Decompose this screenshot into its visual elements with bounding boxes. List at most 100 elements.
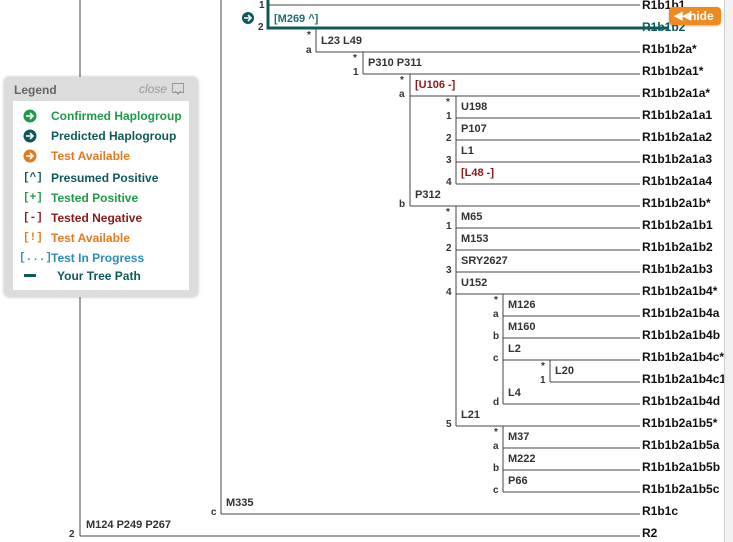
haplogroup-name[interactable]: R1b1b2a1a4 <box>642 174 712 188</box>
snp-label[interactable]: M124 P249 P267 <box>86 519 171 531</box>
haplogroup-name[interactable]: R1b1b2a1b2 <box>642 240 713 254</box>
snp-label[interactable]: L20 <box>555 365 574 377</box>
branch-marker: * <box>541 361 545 372</box>
snp-label[interactable]: M126 <box>508 299 536 311</box>
snp-label[interactable]: M160 <box>508 321 536 333</box>
haplogroup-name[interactable]: R1b1b2a1b5c <box>642 482 720 496</box>
branch-marker: a <box>493 309 499 320</box>
branch-marker: 2 <box>258 22 264 33</box>
legend-label: Confirmed Haplogroup <box>51 109 182 123</box>
legend-item-tree-path: Your Tree Path <box>13 267 189 285</box>
snp-label[interactable]: U152 <box>461 277 487 289</box>
snp-label-negative[interactable]: [U106 -] <box>415 79 456 91</box>
snp-label[interactable]: L1 <box>461 145 474 157</box>
tree-path-icon <box>23 269 37 283</box>
haplogroup-name[interactable]: R2 <box>642 526 658 540</box>
branch-marker: c <box>211 507 217 518</box>
test-in-progress-icon: [...] <box>19 252 53 264</box>
branch-marker: a <box>306 45 312 56</box>
legend-label: Your Tree Path <box>57 269 141 283</box>
legend-item-tested-positive: [+] Tested Positive <box>13 189 189 207</box>
branch-marker: 2 <box>69 529 75 540</box>
snp-label[interactable]: SRY2627 <box>461 255 508 267</box>
haplogroup-name[interactable]: R1b1b2a1a* <box>642 86 710 100</box>
double-left-arrow-icon: ◀◀ <box>674 10 691 22</box>
haplogroup-name[interactable]: R1b1b2a1a1 <box>642 108 712 122</box>
haplogroup-name[interactable]: R1b1b2a1b* <box>642 196 711 210</box>
branch-marker: 5 <box>446 419 452 430</box>
snp-label[interactable]: P66 <box>508 475 528 487</box>
legend-close-link[interactable]: close <box>139 82 168 96</box>
haplogroup-name[interactable]: R1b1b2a1b5* <box>642 416 718 430</box>
legend-item-tested-negative: [-] Tested Negative <box>13 209 189 227</box>
haplogroup-name[interactable]: R1b1b2a1b4a <box>642 306 720 320</box>
hide-button[interactable]: ◀◀ hide <box>669 7 721 25</box>
branch-marker: * <box>400 75 404 86</box>
haplogroup-name[interactable]: R1b1b2a1b4c1 <box>642 372 726 386</box>
snp-label[interactable]: L4 <box>508 387 522 399</box>
branch-marker: * <box>446 97 450 108</box>
haplogroup-name[interactable]: R1b1b2a1b4d <box>642 394 720 408</box>
haplogroup-name[interactable]: R1b1b2a1b4c* <box>642 350 724 364</box>
branch-marker: * <box>446 207 450 218</box>
haplogroup-name[interactable]: R1b1b2a1a3 <box>642 152 712 166</box>
legend-item-test-available: Test Available <box>13 147 189 165</box>
snp-label-negative[interactable]: [L48 -] <box>461 167 494 179</box>
haplogroup-name[interactable]: R1b1b2a1* <box>642 64 704 78</box>
branch-marker: 1 <box>540 375 546 386</box>
snp-label[interactable]: P310 P311 <box>368 57 422 69</box>
haplogroup-name[interactable]: R1b1b2a1b5b <box>642 460 720 474</box>
haplogroup-name[interactable]: R1b1b2a* <box>642 42 697 56</box>
branch-marker: 3 <box>446 265 452 276</box>
branch-marker: * <box>494 427 498 438</box>
haplogroup-name[interactable]: R1b1b2a1b3 <box>642 262 713 276</box>
snp-label[interactable]: U198 <box>461 101 487 113</box>
legend-label: Tested Negative <box>51 211 143 225</box>
test-available-icon <box>23 149 37 163</box>
legend-title: Legend <box>14 83 57 97</box>
haplogroup-name[interactable]: R1b1b2a1a2 <box>642 130 712 144</box>
branch-marker: d <box>493 397 499 408</box>
snp-label[interactable]: P312 <box>415 189 441 201</box>
snp-label[interactable]: L2 <box>508 343 521 355</box>
haplogroup-name[interactable]: R1b1c <box>642 504 678 518</box>
vertical-scrollbar[interactable] <box>724 0 733 542</box>
haplogroup-name[interactable]: R1b1b2a1b4b <box>642 328 720 342</box>
branch-marker: 4 <box>446 177 452 188</box>
snp-label[interactable]: M65 <box>461 211 482 223</box>
legend-item-in-progress: [...] Test In Progress <box>13 249 189 267</box>
haplogroup-name[interactable]: R1b1b2a1b1 <box>642 218 713 232</box>
branch-marker: 2 <box>446 133 452 144</box>
tested-negative-icon: [-] <box>23 212 43 224</box>
legend-item-confirmed: Confirmed Haplogroup <box>13 107 189 125</box>
branch-marker: c <box>493 353 499 364</box>
branch-marker: 3 <box>446 155 452 166</box>
branch-marker: * <box>494 295 498 306</box>
snp-label[interactable]: M222 <box>508 453 536 465</box>
branch-marker: b <box>493 331 499 342</box>
snp-label[interactable]: L23 L49 <box>321 35 362 47</box>
branch-marker: 1 <box>353 67 359 78</box>
branch-marker: 1 <box>446 221 452 232</box>
legend-label: Test In Progress <box>51 251 145 265</box>
branch-marker: * <box>307 30 311 41</box>
snp-label[interactable]: P107 <box>461 123 487 135</box>
haplogroup-name[interactable]: R1b1b2a1b4* <box>642 284 718 298</box>
snp-label[interactable]: M153 <box>461 233 489 245</box>
snp-label[interactable]: M37 <box>508 431 529 443</box>
snp-label[interactable]: L21 <box>461 409 480 421</box>
confirmed-haplogroup-icon <box>23 109 37 123</box>
tested-positive-icon: [+] <box>23 192 43 204</box>
branch-marker: 4 <box>446 287 452 298</box>
legend-item-predicted: Predicted Haplogroup <box>13 127 189 145</box>
haplogroup-name[interactable]: R1b1b2a1b5a <box>642 438 720 452</box>
snp-label[interactable]: M335 <box>226 497 254 509</box>
branch-marker: c <box>493 485 499 496</box>
branch-marker: b <box>493 463 499 474</box>
collapse-icon[interactable] <box>172 83 184 95</box>
legend-item-presumed: [^] Presumed Positive <box>13 169 189 187</box>
snp-label-presumed[interactable]: [M269 ^] <box>274 13 319 25</box>
legend-label: Test Available <box>51 149 130 163</box>
branch-marker: 1 <box>446 111 452 122</box>
